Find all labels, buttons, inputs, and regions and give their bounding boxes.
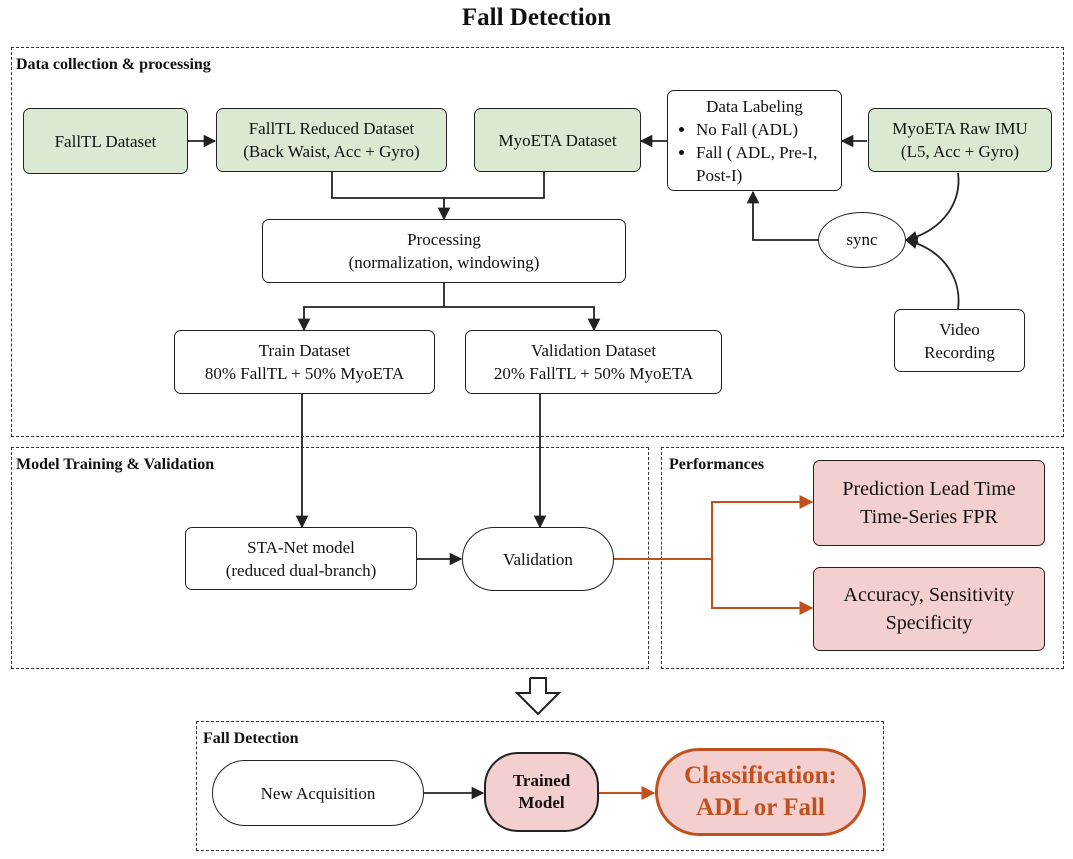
node-trained-model: Trained Model xyxy=(484,752,599,832)
node-validation-label: Validation xyxy=(503,549,573,569)
region-label-fall-detection: Fall Detection xyxy=(203,730,299,747)
region-fall-detection xyxy=(196,721,884,851)
node-perf-lead-time: Prediction Lead Time Time-Series FPR xyxy=(813,460,1045,546)
node-classification-line2: ADL or Fall xyxy=(696,794,825,821)
node-myoeta-dataset: MyoETA Dataset xyxy=(474,108,641,172)
node-myoeta-raw-line2: (L5, Acc + Gyro) xyxy=(900,142,1020,161)
edge-to-perf-1 xyxy=(711,495,814,559)
node-video-line1: Video xyxy=(939,319,980,339)
node-processing: Processing (normalization, windowing) xyxy=(262,219,626,283)
node-video-line2: Recording xyxy=(924,342,995,362)
node-sync-label: sync xyxy=(846,230,878,249)
node-trained-model-line1: Trained xyxy=(512,771,571,790)
region-label-model-training: Model Training & Validation xyxy=(16,456,215,473)
region-label-data-collection: Data collection & processing xyxy=(16,56,211,73)
node-falltl-reduced-line2: (Back Waist, Acc + Gyro) xyxy=(243,142,420,161)
node-train-line2: 80% FallTL + 50% MyoETA xyxy=(204,364,405,383)
page-title: Fall Detection xyxy=(461,4,612,31)
node-perf-accuracy: Accuracy, Sensitivity Specificity xyxy=(813,567,1045,651)
edge-to-validation-ds xyxy=(444,306,601,332)
edge-to-train xyxy=(297,306,444,332)
node-sta-net-line2: (reduced dual-branch) xyxy=(225,560,377,580)
node-falltl-reduced: FallTL Reduced Dataset (Back Waist, Acc … xyxy=(216,108,447,172)
node-trained-model-line2: Model xyxy=(518,793,565,812)
node-sta-net-model: STA-Net model (reduced dual-branch) xyxy=(185,527,417,590)
node-falltl-dataset: FallTL Dataset xyxy=(23,108,188,174)
node-perf-1-line1: Prediction Lead Time xyxy=(842,478,1016,500)
edge-raw-to-sync xyxy=(904,172,960,244)
node-train-line1: Train Dataset xyxy=(258,341,351,360)
edge-sync-to-labeling xyxy=(746,190,818,241)
node-validation: Validation xyxy=(462,527,614,591)
edge-video-to-sync xyxy=(904,236,960,310)
node-classification: Classification: ADL or Fall xyxy=(655,748,866,836)
node-new-acquisition-label: New Acquisition xyxy=(260,783,376,803)
node-validation-ds-line1: Validation Dataset xyxy=(530,341,657,360)
node-falltl-dataset-label: FallTL Dataset xyxy=(54,131,157,151)
node-perf-1-line2: Time-Series FPR xyxy=(860,506,998,528)
region-data-collection xyxy=(11,47,1064,437)
node-sync: sync xyxy=(818,212,906,268)
node-perf-2-line1: Accuracy, Sensitivity xyxy=(843,584,1015,606)
node-data-labeling: Data Labeling No Fall (ADL) Fall ( ADL, … xyxy=(667,90,842,191)
node-processing-line2: (normalization, windowing) xyxy=(348,253,540,272)
node-new-acquisition: New Acquisition xyxy=(212,760,424,826)
node-validation-dataset: Validation Dataset 20% FallTL + 50% MyoE… xyxy=(465,330,722,394)
node-myoeta-raw-line1: MyoETA Raw IMU xyxy=(892,119,1028,138)
node-sta-net-line1: STA-Net model xyxy=(247,537,355,557)
node-classification-line1: Classification: xyxy=(684,762,837,789)
node-myoeta-raw-imu: MyoETA Raw IMU (L5, Acc + Gyro) xyxy=(868,108,1052,172)
down-arrow-icon xyxy=(514,677,562,716)
node-train-dataset: Train Dataset 80% FallTL + 50% MyoETA xyxy=(174,330,435,394)
node-data-labeling-list: No Fall (ADL) Fall ( ADL, Pre-I, Post-I) xyxy=(678,118,831,187)
region-label-performances: Performances xyxy=(669,456,765,473)
edge-to-perf-2 xyxy=(711,559,814,615)
data-labeling-item: No Fall (ADL) xyxy=(696,118,831,141)
node-processing-line1: Processing xyxy=(407,230,481,249)
data-labeling-item: Fall ( ADL, Pre-I, Post-I) xyxy=(696,141,831,187)
node-validation-ds-line2: 20% FallTL + 50% MyoETA xyxy=(493,364,694,383)
node-data-labeling-title: Data Labeling xyxy=(706,97,803,116)
node-perf-2-line2: Specificity xyxy=(885,612,973,634)
node-myoeta-dataset-label: MyoETA Dataset xyxy=(498,130,617,150)
node-video-recording: Video Recording xyxy=(894,309,1025,372)
edge-merge-to-processing xyxy=(331,172,545,199)
node-falltl-reduced-line1: FallTL Reduced Dataset xyxy=(248,119,415,138)
